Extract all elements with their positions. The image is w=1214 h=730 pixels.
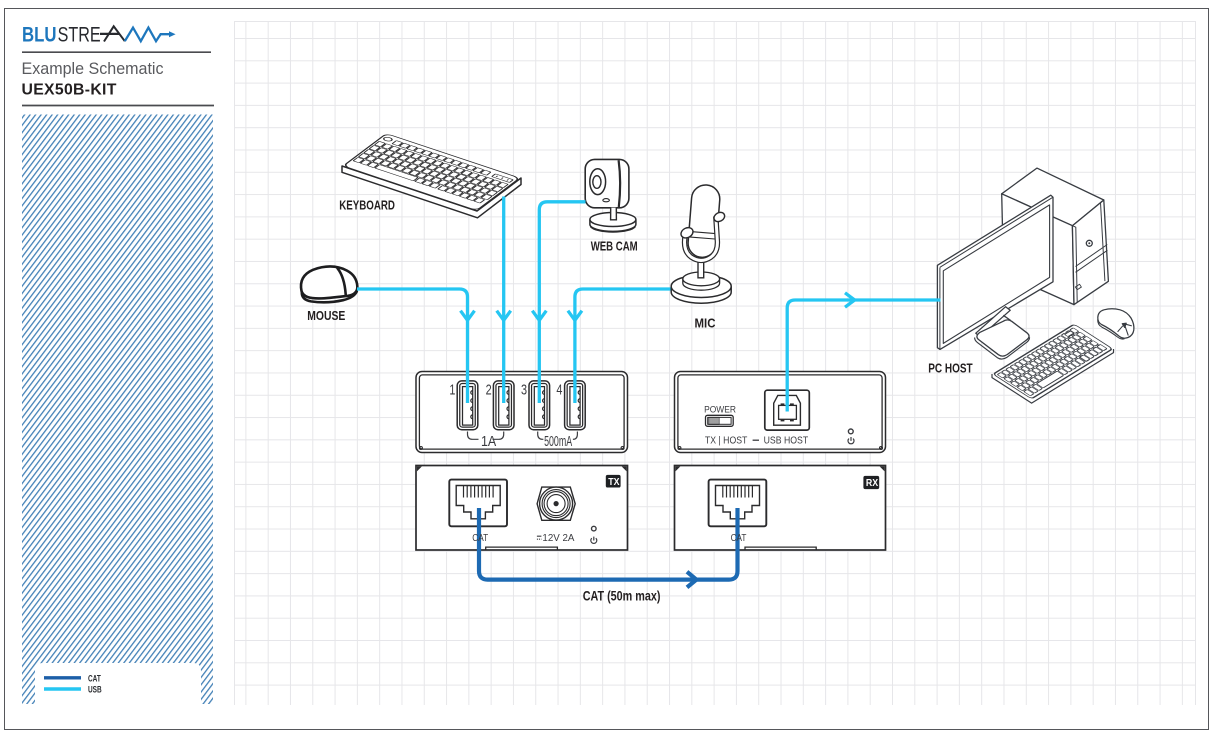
svg-text:STRE: STRE bbox=[58, 23, 101, 47]
svg-text:CAT: CAT bbox=[731, 532, 747, 543]
svg-text:WEB CAM: WEB CAM bbox=[591, 240, 638, 254]
svg-text:UEX50B-KIT: UEX50B-KIT bbox=[22, 82, 117, 99]
svg-text:1A: 1A bbox=[481, 433, 496, 449]
svg-text:USB: USB bbox=[88, 685, 102, 695]
svg-text:CAT (50m max): CAT (50m max) bbox=[583, 588, 661, 603]
svg-text:MIC: MIC bbox=[695, 316, 716, 331]
svg-text:3: 3 bbox=[521, 381, 527, 398]
svg-text:12V 2A: 12V 2A bbox=[542, 533, 574, 544]
svg-text:CAT: CAT bbox=[88, 673, 101, 683]
svg-text:USB HOST: USB HOST bbox=[764, 435, 809, 446]
svg-text:MOUSE: MOUSE bbox=[307, 309, 345, 323]
svg-text:TX: TX bbox=[608, 476, 620, 487]
svg-text:Example Schematic: Example Schematic bbox=[22, 60, 164, 78]
svg-text:2: 2 bbox=[486, 381, 492, 398]
svg-text:KEYBOARD: KEYBOARD bbox=[339, 200, 395, 214]
svg-text:500mA: 500mA bbox=[544, 433, 572, 450]
svg-text:TX | HOST: TX | HOST bbox=[705, 435, 748, 446]
svg-text:BLU: BLU bbox=[22, 24, 56, 47]
svg-text:RX: RX bbox=[866, 477, 879, 488]
svg-text:1: 1 bbox=[449, 381, 455, 398]
svg-text:CAT: CAT bbox=[472, 532, 488, 543]
svg-text:4: 4 bbox=[556, 381, 562, 398]
svg-text:POWER: POWER bbox=[704, 404, 736, 414]
svg-text:PC HOST: PC HOST bbox=[928, 361, 972, 376]
